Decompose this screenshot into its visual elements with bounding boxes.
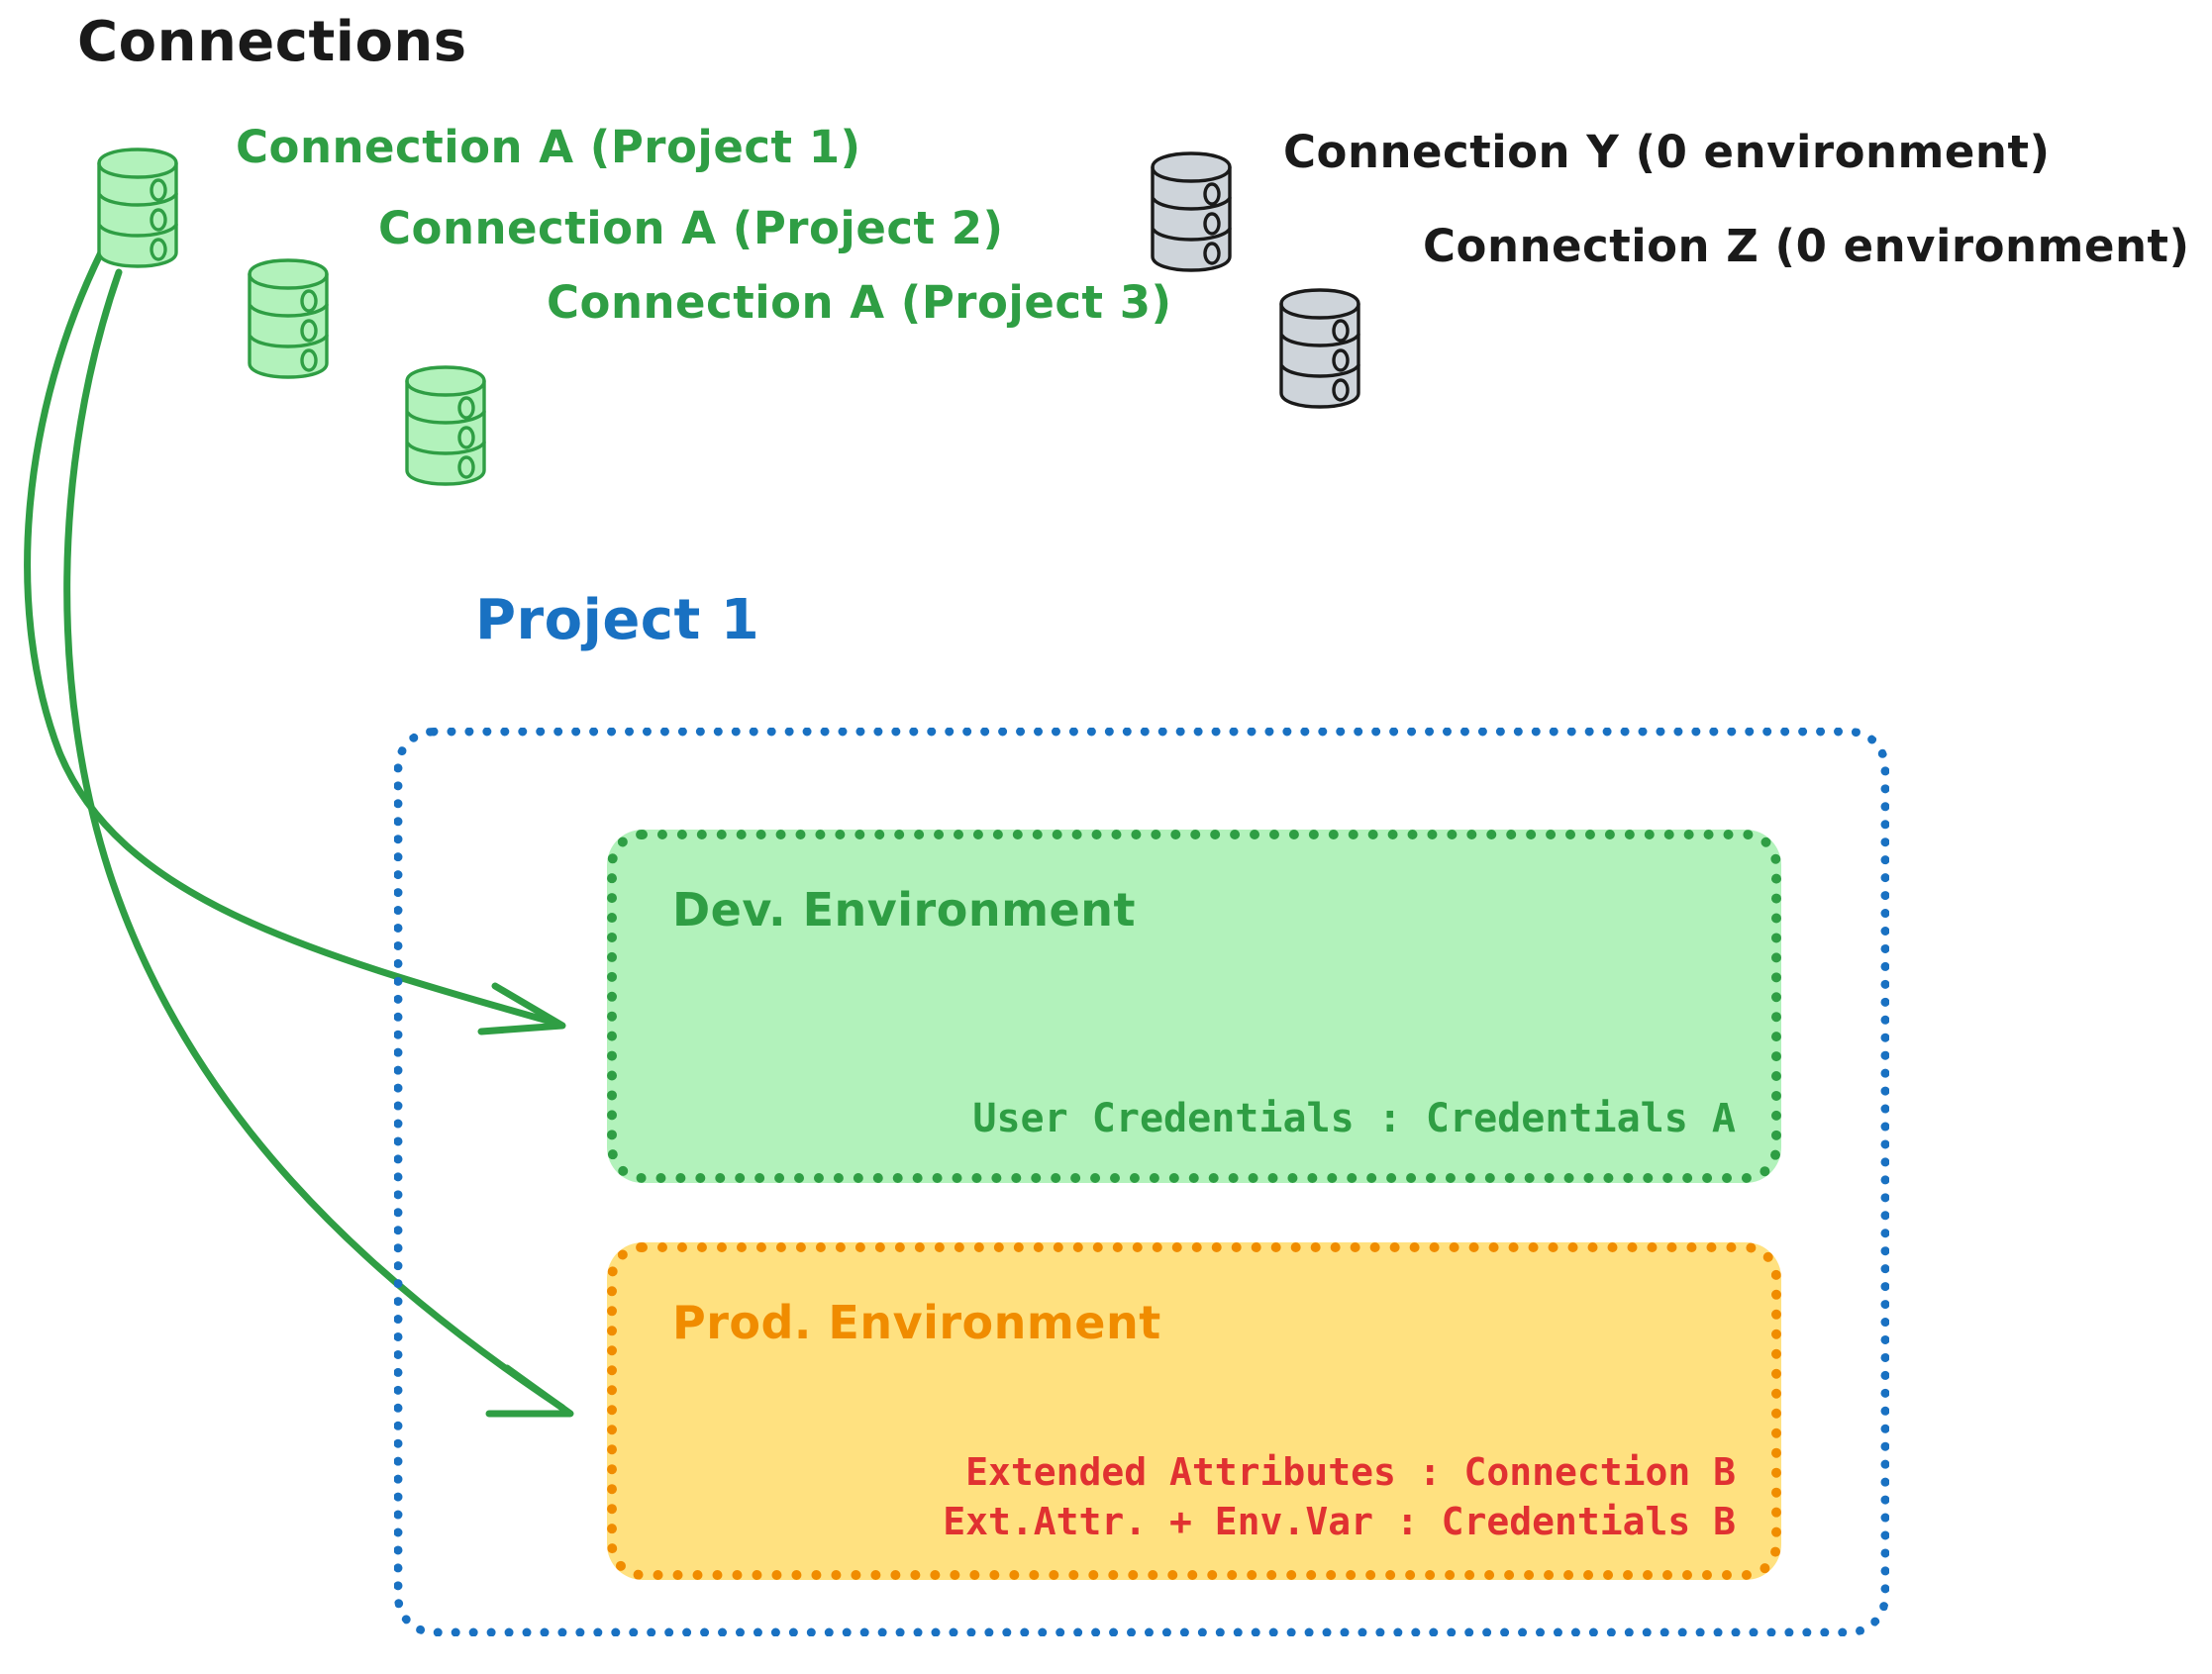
- database-cylinder-icon: [95, 147, 180, 269]
- database-cylinder-icon: [246, 257, 331, 380]
- project-container: [394, 728, 1889, 1636]
- connection-label-y: Connection Y (0 environment): [1283, 126, 2051, 178]
- prod-environment-details: Extended Attributes : Connection B Ext.A…: [943, 1448, 1736, 1546]
- dev-environment-title: Dev. Environment: [672, 883, 1136, 936]
- database-cylinder-icon: [1149, 150, 1234, 273]
- page-title: Connections: [77, 10, 467, 74]
- connection-label-a-project-1: Connection A (Project 1): [236, 121, 861, 173]
- prod-environment-line: Ext.Attr. + Env.Var : Credentials B: [943, 1499, 1736, 1543]
- dev-environment-box: Dev. Environment User Credentials : Cred…: [607, 830, 1781, 1183]
- prod-environment-box: Prod. Environment Extended Attributes : …: [607, 1242, 1781, 1580]
- dev-environment-line: User Credentials : Credentials A: [972, 1096, 1736, 1141]
- prod-environment-title: Prod. Environment: [672, 1296, 1161, 1349]
- connection-label-a-project-3: Connection A (Project 3): [547, 276, 1172, 329]
- prod-environment-line: Extended Attributes : Connection B: [965, 1450, 1736, 1495]
- database-cylinder-icon: [403, 364, 488, 487]
- database-cylinder-icon: [1277, 287, 1362, 410]
- connection-label-a-project-2: Connection A (Project 2): [378, 202, 1004, 254]
- dev-environment-details: User Credentials : Credentials A: [972, 1094, 1736, 1143]
- connection-label-z: Connection Z (0 environment): [1423, 220, 2190, 272]
- project-title: Project 1: [475, 588, 760, 652]
